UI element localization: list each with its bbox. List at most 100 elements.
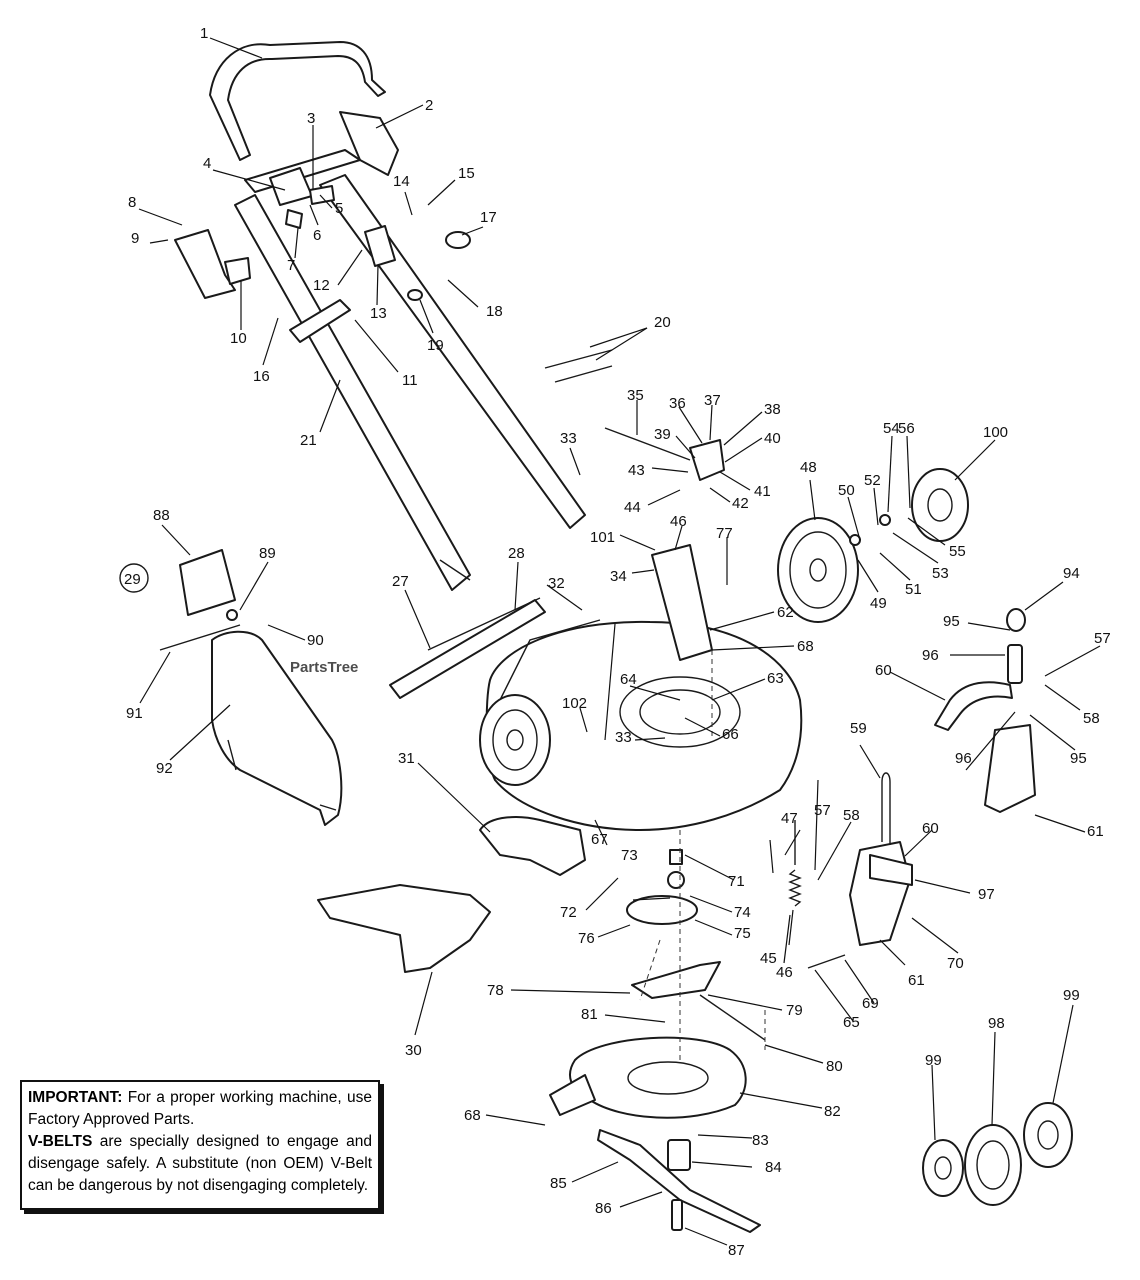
- callout-37: 37: [704, 392, 721, 409]
- callout-89: 89: [259, 545, 276, 562]
- callout-60-right: 60: [875, 662, 892, 679]
- callout-5: 5: [335, 200, 343, 217]
- callout-36: 36: [669, 395, 686, 412]
- callout-42: 42: [732, 495, 749, 512]
- blade-bolt: [671, 1199, 683, 1231]
- callout-31: 31: [398, 750, 415, 767]
- callout-69: 69: [862, 995, 879, 1012]
- callout-7: 7: [287, 257, 295, 274]
- callout-29-ring: [119, 563, 149, 593]
- leader-lines: [138, 37, 1101, 1246]
- axle-bracket: [984, 724, 1036, 813]
- hubcap-inner: [922, 1139, 964, 1197]
- adjuster-knob: [1006, 608, 1026, 632]
- callout-99-left: 99: [925, 1052, 942, 1069]
- bag-pin: [226, 609, 238, 621]
- callout-12: 12: [313, 277, 330, 294]
- callout-1: 1: [200, 25, 208, 42]
- callout-92: 92: [156, 760, 173, 777]
- callout-58-right: 58: [1083, 710, 1100, 727]
- wheel-nut: [879, 514, 891, 526]
- important-text: For a proper working machine, use Factor…: [28, 1089, 372, 1128]
- callout-53: 53: [932, 565, 949, 582]
- belt-rod: [699, 994, 766, 1041]
- callout-50: 50: [838, 482, 855, 499]
- mower-blade: [597, 1129, 761, 1233]
- adjuster-spring-long: [788, 869, 802, 907]
- callout-85: 85: [550, 1175, 567, 1192]
- callout-87: 87: [728, 1242, 745, 1259]
- callout-71: 71: [728, 873, 745, 890]
- callout-47: 47: [781, 810, 798, 827]
- callout-17: 17: [480, 209, 497, 226]
- callout-95-lower: 95: [1070, 750, 1087, 767]
- callout-8: 8: [128, 194, 136, 211]
- callout-82: 82: [824, 1103, 841, 1120]
- callout-35: 35: [627, 387, 644, 404]
- callout-21: 21: [300, 432, 317, 449]
- callout-4: 4: [203, 155, 211, 172]
- callout-57-left: 57: [814, 802, 831, 819]
- callout-33-lower: 33: [615, 729, 632, 746]
- callout-98: 98: [988, 1015, 1005, 1032]
- rear-baffle: [389, 599, 546, 699]
- callout-40: 40: [764, 430, 781, 447]
- handle-knob-small: [407, 289, 423, 301]
- hinge-rod: [427, 597, 541, 651]
- callout-63: 63: [767, 670, 784, 687]
- callout-2: 2: [425, 97, 433, 114]
- callout-79: 79: [786, 1002, 803, 1019]
- blade-housing: [549, 1036, 747, 1119]
- mower-deck: [485, 619, 803, 831]
- rear-wheel: [777, 517, 859, 623]
- watermark: PartsTree: [290, 659, 358, 676]
- rear-shield: [479, 816, 586, 876]
- callout-81: 81: [581, 1006, 598, 1023]
- callout-60-lower: 60: [922, 820, 939, 837]
- callout-91: 91: [126, 705, 143, 722]
- discharge-chute: [317, 884, 491, 973]
- deck-wheel: [479, 694, 551, 786]
- callout-86: 86: [595, 1200, 612, 1217]
- wheel-adjuster-lever: [934, 681, 1013, 731]
- callout-39: 39: [654, 426, 671, 443]
- callout-76: 76: [578, 930, 595, 947]
- callout-74: 74: [734, 904, 751, 921]
- callout-29: 29: [124, 571, 141, 588]
- lower-axle-bracket: [849, 772, 913, 946]
- callout-44: 44: [624, 499, 641, 516]
- callout-28: 28: [508, 545, 525, 562]
- callout-18: 18: [486, 303, 503, 320]
- callout-43: 43: [628, 462, 645, 479]
- callout-55: 55: [949, 543, 966, 560]
- belt-guide: [631, 961, 721, 999]
- assembly-lines: [639, 650, 766, 1060]
- callout-33-upper: 33: [560, 430, 577, 447]
- callout-96-lower: 96: [955, 750, 972, 767]
- bag-frame-top: [179, 549, 236, 616]
- callout-62: 62: [777, 604, 794, 621]
- bag-rod: [159, 624, 241, 651]
- callout-48: 48: [800, 459, 817, 476]
- callout-46-lower: 46: [776, 964, 793, 981]
- callout-83: 83: [752, 1132, 769, 1149]
- callout-10: 10: [230, 330, 247, 347]
- callout-46-upper: 46: [670, 513, 687, 530]
- callout-61-lower: 61: [908, 972, 925, 989]
- throttle-control: [269, 167, 396, 267]
- cable-rod: [604, 427, 691, 461]
- hubcap: [911, 468, 969, 542]
- adjuster-spring: [1007, 644, 1023, 684]
- callout-11: 11: [402, 372, 418, 389]
- callout-73: 73: [621, 847, 638, 864]
- callout-68-upper: 68: [797, 638, 814, 655]
- callout-101: 101: [590, 529, 615, 546]
- important-notice: IMPORTANT: For a proper working machine,…: [20, 1080, 380, 1210]
- callout-30: 30: [405, 1042, 422, 1059]
- callout-77: 77: [716, 525, 733, 542]
- callout-3: 3: [307, 110, 315, 127]
- vbelts-text: are specially designed to engage and dis…: [28, 1133, 372, 1194]
- callout-68-lower: 68: [464, 1107, 481, 1124]
- callout-58-left: 58: [843, 807, 860, 824]
- engagement-bracket: [689, 439, 725, 481]
